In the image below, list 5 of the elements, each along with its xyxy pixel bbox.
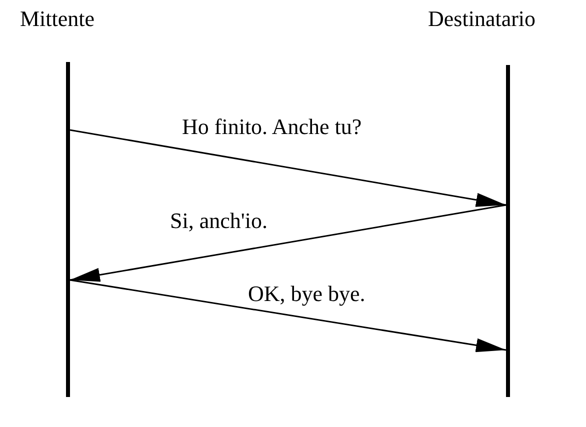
participant-label: Mittente: [20, 6, 95, 32]
participant-label: Destinatario: [428, 6, 536, 32]
message-arrow: [70, 204, 506, 282]
message-arrow: [70, 129, 506, 207]
message-arrow: [70, 279, 506, 352]
